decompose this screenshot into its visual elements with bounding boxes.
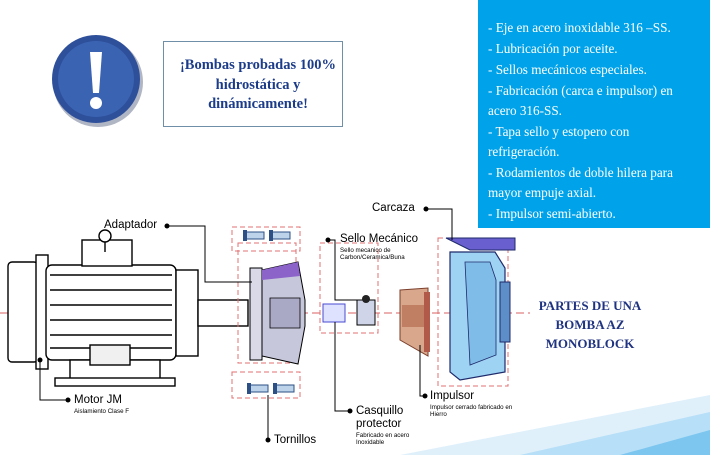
label-sello-mecanico: Sello Mecánico xyxy=(340,233,418,245)
callout-text: ¡Bombas probadas 100% hidrostática y din… xyxy=(170,56,346,115)
seal-drawing xyxy=(319,242,379,334)
leader-dots xyxy=(37,206,429,443)
feature-line: - Eje en acero inoxidable 316 –SS. xyxy=(488,20,671,35)
motor-drawing xyxy=(7,229,249,387)
feature-line: - Sellos mecánicos especiales. xyxy=(488,62,647,77)
label-carcaza: Carcaza xyxy=(372,202,415,214)
label-impulsor: Impulsor xyxy=(430,390,475,402)
label-adaptador: Adaptador xyxy=(104,219,158,231)
parts-title: PARTES DE UNA BOMBA AZ MONOBLOCK xyxy=(530,296,650,353)
label-sello-sub-1: Sello mecanico de xyxy=(340,247,391,254)
feature-line: - Rodamientos de doble hilera para xyxy=(488,165,673,180)
parts-title-line-2: BOMBA AZ xyxy=(555,317,625,332)
features-box: - Eje en acero inoxidable 316 –SS. - Lub… xyxy=(478,0,710,228)
callout-box xyxy=(163,41,343,127)
callout-line-2: hidrostática y xyxy=(215,76,301,93)
label-sello-sub-2: Carbon/Ceramica/Buna xyxy=(340,254,405,261)
label-motor: Motor JM xyxy=(74,394,122,406)
callout-line-3: dinámicamente! xyxy=(208,96,308,112)
bolts-top xyxy=(231,226,301,252)
feature-line: mayor empuje axial. xyxy=(488,185,597,200)
parts-title-line-1: PARTES DE UNA xyxy=(538,298,642,313)
bolts-bottom xyxy=(231,371,301,399)
label-casquillo-1: Casquillo xyxy=(356,405,404,417)
casing-drawing xyxy=(437,237,516,387)
label-impulsor-sub-2: Hierro xyxy=(430,411,447,418)
feature-line: - Tapa sello y estopero con xyxy=(488,124,630,139)
feature-line: refrigeración. xyxy=(488,144,560,159)
impeller-drawing xyxy=(399,287,430,357)
callout-line-1: ¡Bombas probadas 100% xyxy=(179,57,337,73)
feature-line: - Fabricación (carca e impulsor) en xyxy=(488,83,673,98)
label-motor-sub: Aislamiento Clase F xyxy=(74,408,130,415)
label-tornillos: Tornillos xyxy=(274,434,317,446)
feature-line: - Lubricación por aceite. xyxy=(488,41,618,56)
leader-lines xyxy=(39,208,453,440)
label-casquillo-sub-1: Fabricado en acero xyxy=(356,432,410,439)
feature-line: acero 316-SS. xyxy=(488,103,562,118)
feature-line: - Impulsor semi-abierto. xyxy=(488,206,616,221)
label-casquillo-2: protector xyxy=(356,418,402,430)
sleeve-drawing xyxy=(322,303,346,323)
label-impulsor-sub-1: Impulsor cerrado fabricado en xyxy=(430,404,513,411)
parts-title-line-3: MONOBLOCK xyxy=(545,336,635,351)
decorative-swoosh xyxy=(400,395,710,455)
adapter-drawing xyxy=(237,242,306,365)
label-casquillo-sub-2: Inoxidable xyxy=(356,439,385,446)
exclamation-warning-icon xyxy=(52,35,143,127)
